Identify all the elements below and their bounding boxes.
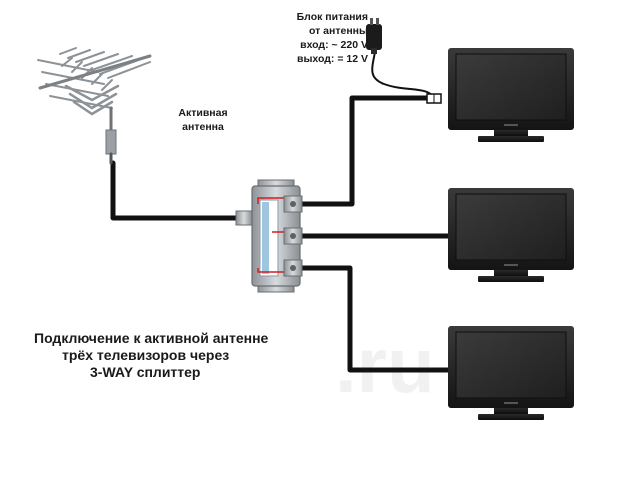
antenna-label-line1: Активная <box>178 107 228 119</box>
cables <box>110 51 461 373</box>
cable-to-tv-1 <box>297 95 433 207</box>
power-supply-input: вход: ~ 220 V <box>300 39 368 51</box>
antenna-icon <box>37 47 152 165</box>
cable-antenna-to-splitter <box>110 160 251 221</box>
caption-line3: 3-WAY сплиттер <box>90 364 201 380</box>
power-supply-title-line2: от антенны <box>308 25 368 37</box>
diagram-caption: Подключение к активной антенне трёх теле… <box>34 330 268 381</box>
tv-1-icon <box>448 48 574 142</box>
antenna-label-line2: антенна <box>182 121 224 133</box>
cable-to-tv-3 <box>297 265 459 373</box>
power-supply-label: Блок питания от антенны вход: ~ 220 V вы… <box>258 10 368 66</box>
power-supply-adapter <box>366 18 382 54</box>
antenna-label: Активная антенна <box>172 106 234 134</box>
power-supply-output: выход: = 12 V <box>296 53 368 65</box>
caption-line2: трёх телевизоров через <box>62 347 230 363</box>
splitter-3way-icon <box>235 179 303 293</box>
power-injector <box>426 93 442 104</box>
power-supply-title-line1: Блок питания <box>296 11 368 23</box>
power-supply-cord <box>371 51 435 99</box>
caption-line1: Подключение к активной антенне <box>34 330 269 346</box>
tv-3-icon <box>448 326 574 420</box>
tv-2-icon <box>448 188 574 282</box>
